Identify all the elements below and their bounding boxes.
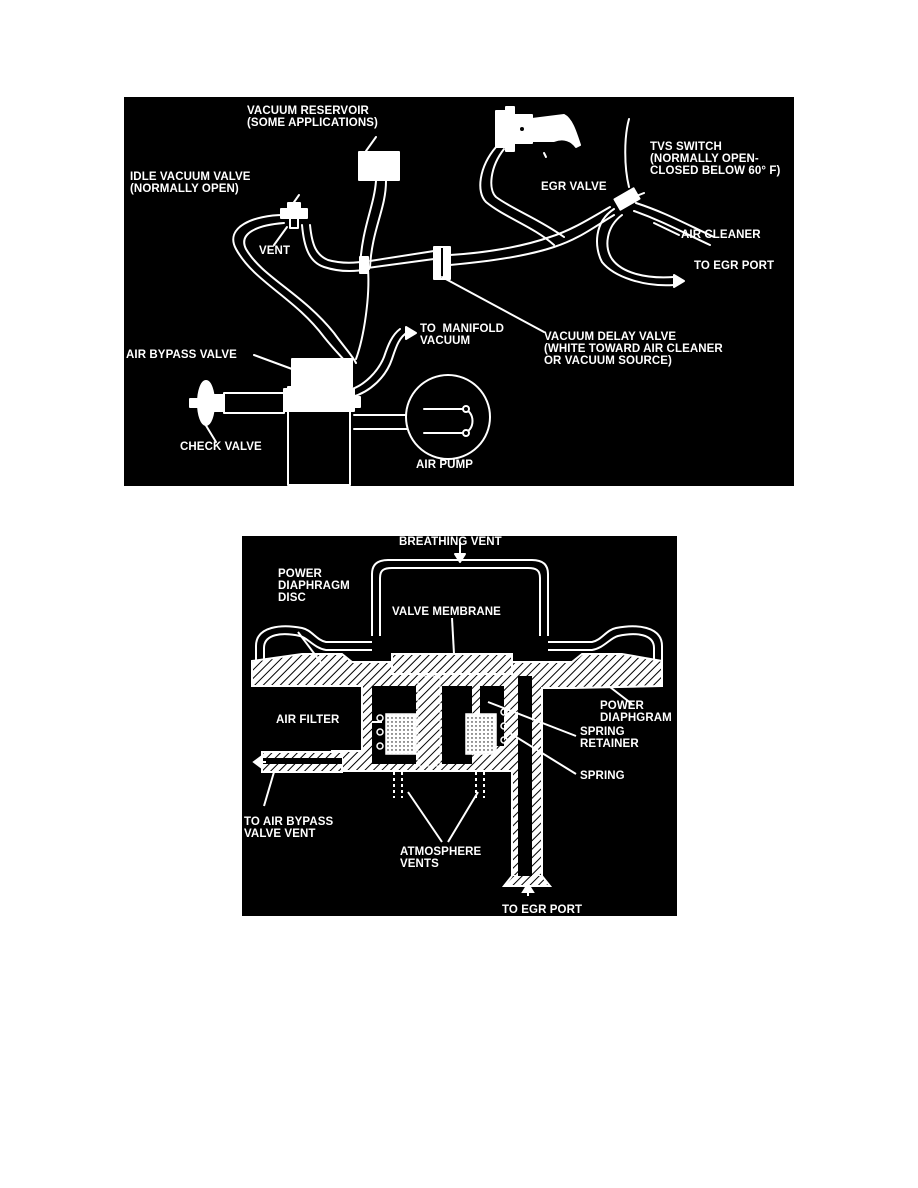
label-air-filter: AIR FILTER [276,714,340,726]
egr-delay-valve-cross-section: BREATHING VENT POWER DIAPHRAGM DISC VALV… [242,536,677,916]
label-spring: SPRING [580,770,625,782]
label-valve-membrane: VALVE MEMBRANE [392,606,501,618]
egr-hose [479,146,555,246]
air-bypass-valve [283,358,361,486]
egr-valve [495,106,581,152]
label-to-air-bypass-valve-vent: TO AIR BYPASS VALVE VENT [244,816,334,840]
top-cap [371,559,549,636]
label-check-valve: CHECK VALVE [180,441,262,453]
vacuum-system-diagram: VACUUM RESERVOIR (SOME APPLICATIONS) EGR… [124,97,794,486]
label-to-manifold-vacuum: TO MANIFOLD VACUUM [420,323,505,347]
label-air-pump: AIR PUMP [416,459,474,471]
label-air-cleaner: AIR CLEANER [681,229,761,241]
label-atmosphere-vents: ATMOSPHERE VENTS [400,846,482,870]
label-to-egr-port-2: TO EGR PORT [502,904,583,916]
label-idle-vacuum-valve: IDLE VACUUM VALVE (NORMALLY OPEN) [130,171,251,195]
vacuum-system-drawing [189,106,715,486]
label-egr-valve: EGR VALVE [541,181,607,193]
valve-membrane [391,653,513,675]
air-filter-right [465,713,497,755]
label-tvs-switch: TVS SWITCH (NORMALLY OPEN- CLOSED BELOW … [650,141,781,177]
air-filter-left [385,713,417,755]
vacuum-reservoir [358,151,400,181]
label-power-diaphragm-disc: POWER DIAPHRAGM DISC [278,568,350,604]
label-vacuum-reservoir: VACUUM RESERVOIR (SOME APPLICATIONS) [247,105,378,129]
label-air-bypass-valve: AIR BYPASS VALVE [126,349,237,361]
label-breathing-vent: BREATHING VENT [399,536,502,548]
cross-section-drawing [251,542,663,896]
idle-vacuum-valve [280,202,308,229]
label-to-egr-port: TO EGR PORT [694,260,775,272]
check-valve [189,380,285,426]
label-vent: VENT [259,245,291,257]
main-vacuum-line [359,258,435,270]
label-power-diaphragm: POWER DIAPHGRAM [600,700,672,724]
label-vacuum-delay-valve: VACUUM DELAY VALVE (WHITE TOWARD AIR CLE… [544,331,723,367]
label-spring-retainer: SPRING RETAINER [580,726,639,750]
idle-loop-hose [232,214,349,366]
bypass-hose [355,268,370,360]
reservoir-hose [359,180,377,270]
egr-port-hose [596,208,675,287]
tvs-switch [613,118,641,211]
manifold-vacuum-hose [351,331,409,398]
